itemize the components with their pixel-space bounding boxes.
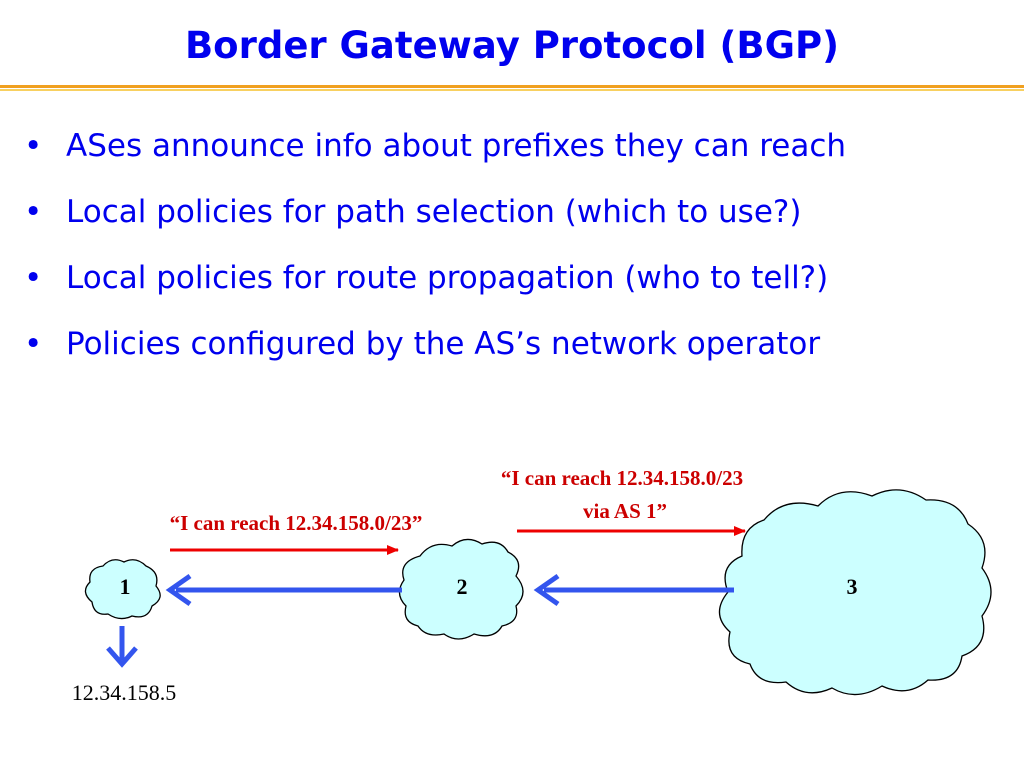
bullet-marker: • (24, 326, 43, 362)
bullet-text: Local policies for path selection (which… (66, 194, 802, 230)
as2-label: 2 (457, 574, 468, 599)
announcement-2-to-3-text-line1: “I can reach 12.34.158.0/23 (501, 466, 743, 490)
bullet-item: • Local policies for route propagation (w… (24, 250, 846, 316)
as1-label: 1 (120, 574, 131, 599)
bullet-marker: • (24, 194, 43, 230)
data-arrow-2-to-1 (165, 573, 402, 607)
as2-cloud (398, 538, 524, 640)
bullet-marker: • (24, 260, 43, 296)
host-address-label: 12.34.158.5 (72, 680, 177, 705)
title-divider (0, 85, 1024, 88)
title-divider-accent (0, 89, 1024, 91)
as1-cloud (84, 559, 161, 620)
slide-title: Border Gateway Protocol (BGP) (184, 24, 840, 67)
data-arrow-1-to-host (106, 626, 138, 668)
as3-cloud (718, 489, 992, 696)
as3-label: 3 (847, 574, 858, 599)
bullet-item: • Policies configured by the AS’s network… (24, 316, 846, 382)
bullet-list: • ASes announce info about prefixes they … (24, 118, 846, 382)
data-arrow-3-to-2 (533, 573, 734, 607)
bullet-marker: • (24, 128, 43, 164)
bullet-item: • Local policies for path selection (whic… (24, 184, 846, 250)
announcement-2-to-3-text-line2: via AS 1” (583, 499, 667, 523)
bullet-text: ASes announce info about prefixes they c… (66, 128, 847, 164)
announcement-1-to-2-text: “I can reach 12.34.158.0/23” (170, 511, 423, 535)
bullet-text: Policies configured by the AS’s network … (66, 326, 821, 362)
bullet-item: • ASes announce info about prefixes they … (24, 118, 846, 184)
bullet-text: Local policies for route propagation (wh… (66, 260, 829, 296)
